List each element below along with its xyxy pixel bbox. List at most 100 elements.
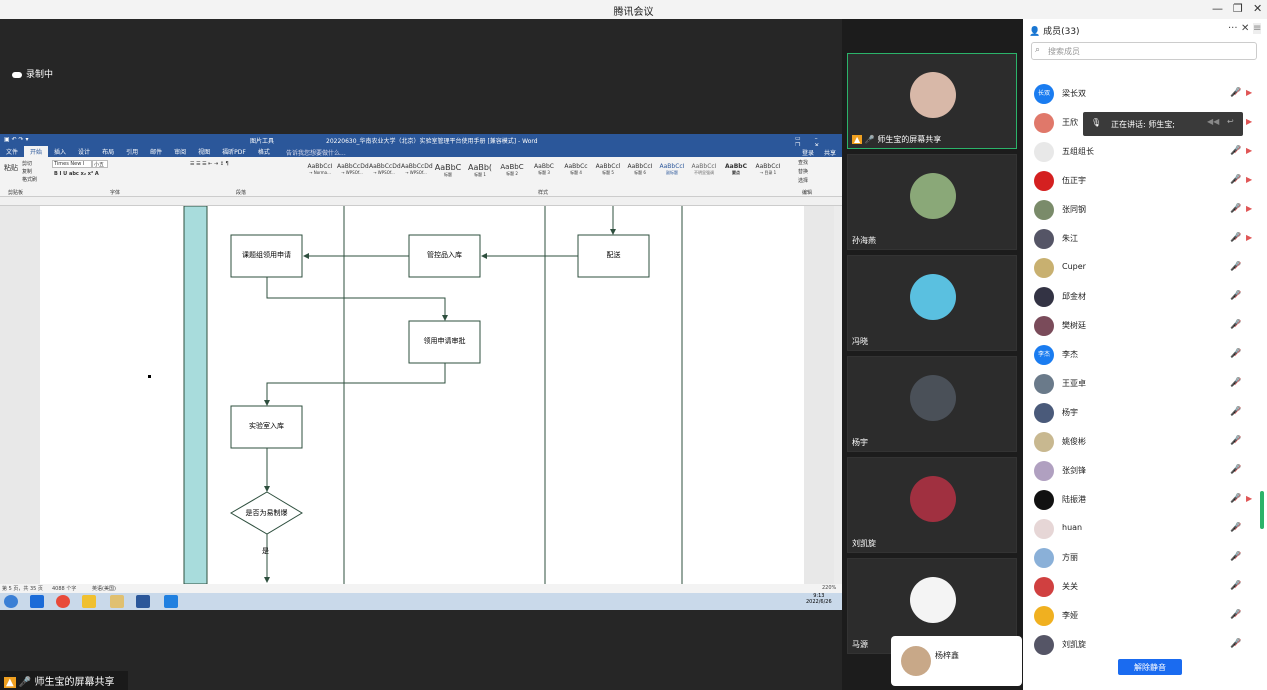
- member-row[interactable]: 五组组长🎤̸▶: [1032, 138, 1262, 166]
- member-row[interactable]: 王亚卓🎤̸: [1032, 370, 1262, 398]
- mic-muted-icon[interactable]: 🎤̸: [1230, 639, 1242, 649]
- chrome-icon[interactable]: [56, 595, 70, 608]
- video-tile[interactable]: 冯晓: [847, 255, 1017, 351]
- member-row[interactable]: 陆振港🎤̸▶: [1032, 486, 1262, 514]
- member-row[interactable]: 长双梁长双🎤̸▶: [1032, 80, 1262, 108]
- paste-button[interactable]: 粘贴: [4, 164, 18, 172]
- mic-muted-icon[interactable]: 🎤̸: [1230, 436, 1242, 446]
- mic-muted-icon[interactable]: 🎤̸: [1230, 349, 1242, 359]
- mic-muted-icon[interactable]: 🎤̸: [1230, 291, 1242, 301]
- style-item[interactable]: AaBbCcI→ 目录 1: [755, 163, 781, 175]
- paragraph-buttons[interactable]: ☰ ☰ ☰ ⇤ ⇥ ↕ ¶: [190, 161, 229, 167]
- video-tile[interactable]: 杨宇: [847, 356, 1017, 452]
- mic-muted-icon[interactable]: 🎤̸: [1230, 610, 1242, 620]
- mic-muted-icon[interactable]: 🎤̸: [1230, 407, 1242, 417]
- start-icon[interactable]: [4, 595, 18, 608]
- ruler[interactable]: [0, 197, 842, 206]
- mic-muted-icon[interactable]: 🎤̸: [1230, 523, 1242, 533]
- mic-muted-icon[interactable]: 🎤̸: [1230, 146, 1242, 156]
- format-painter-button[interactable]: 格式刷: [22, 177, 38, 183]
- mic-muted-icon[interactable]: 🎤̸: [1230, 320, 1242, 330]
- tab-references[interactable]: 引用: [126, 149, 139, 156]
- style-item[interactable]: AaBbCcDd→ WPSOf...: [401, 163, 433, 175]
- style-item[interactable]: AaBbCcI→ Norma...: [307, 163, 333, 175]
- signin-link[interactable]: 登录: [802, 150, 815, 157]
- member-row[interactable]: 关关🎤̸: [1032, 573, 1262, 601]
- select-button[interactable]: 选择: [798, 178, 809, 184]
- unmute-all-button[interactable]: 解除静音: [1118, 659, 1182, 675]
- member-row[interactable]: 姚俊彬🎤̸: [1032, 428, 1262, 456]
- font-select[interactable]: Times New I: [52, 160, 92, 168]
- collapse-icon[interactable]: ↩: [1227, 117, 1234, 126]
- share-link[interactable]: 共享: [824, 150, 837, 157]
- mic-muted-icon[interactable]: 🎤̸: [1230, 262, 1242, 272]
- mic-muted-icon[interactable]: 🎤̸: [1230, 465, 1242, 475]
- member-row[interactable]: 樊树廷🎤̸: [1032, 312, 1262, 340]
- meeting-icon[interactable]: [164, 595, 178, 608]
- mic-muted-icon[interactable]: 🎤̸: [1230, 233, 1242, 243]
- member-row[interactable]: 朱江🎤̸▶: [1032, 225, 1262, 253]
- app-icon[interactable]: [30, 595, 44, 608]
- camera-off-icon[interactable]: ▶: [1246, 204, 1253, 213]
- word-icon[interactable]: [136, 595, 150, 608]
- camera-off-icon[interactable]: ▶: [1246, 146, 1253, 155]
- camera-off-icon[interactable]: ▶: [1246, 494, 1253, 503]
- mic-muted-icon[interactable]: 🎤̸: [1230, 175, 1242, 185]
- tab-design[interactable]: 设计: [78, 149, 91, 156]
- replace-button[interactable]: 替换: [798, 169, 809, 175]
- style-item[interactable]: AaBbCcDd→ WPSOf...: [337, 163, 369, 175]
- mic-muted-icon[interactable]: 🎤̸: [1230, 581, 1242, 591]
- member-row[interactable]: 张同钢🎤̸▶: [1032, 196, 1262, 224]
- tab-foxit-pdf[interactable]: 福昕PDF: [222, 149, 246, 156]
- tab-view[interactable]: 视图: [198, 149, 211, 156]
- mic-muted-icon[interactable]: 🎤̸: [1230, 378, 1242, 388]
- folder-icon[interactable]: [110, 595, 124, 608]
- mic-muted-icon[interactable]: 🎤̸: [1230, 494, 1242, 504]
- tab-review[interactable]: 审阅: [174, 149, 187, 156]
- cut-button[interactable]: 剪切: [22, 161, 33, 167]
- member-row[interactable]: Cuper🎤̸: [1032, 254, 1262, 282]
- camera-off-icon[interactable]: ▶: [1246, 233, 1253, 242]
- find-button[interactable]: 查找: [798, 160, 809, 166]
- mic-muted-icon[interactable]: 🎤̸: [1230, 204, 1242, 214]
- tell-me-search[interactable]: 告诉我您想要做什么...: [286, 150, 346, 157]
- tab-format[interactable]: 格式: [257, 149, 270, 156]
- vertical-scrollbar[interactable]: [834, 206, 842, 584]
- member-row[interactable]: 杨宇🎤̸: [1032, 399, 1262, 427]
- member-list-scrollbar[interactable]: [1260, 491, 1264, 529]
- zoom-level[interactable]: 220%: [822, 585, 837, 591]
- video-tile[interactable]: 孙海燕: [847, 154, 1017, 250]
- close-icon[interactable]: ✕: [1241, 23, 1250, 34]
- more-icon[interactable]: ···: [1228, 23, 1238, 34]
- save-icon[interactable]: ▣ ↶ ↷ ▾: [4, 136, 29, 143]
- member-row[interactable]: 李杰李杰🎤̸: [1032, 341, 1262, 369]
- camera-off-icon[interactable]: ▶: [1246, 88, 1253, 97]
- close-button[interactable]: ✕: [1253, 2, 1263, 15]
- member-row[interactable]: 邱金材🎤̸: [1032, 283, 1262, 311]
- tab-mailings[interactable]: 邮件: [150, 149, 163, 156]
- video-tile[interactable]: ▲ 🎤 师生宝的屏幕共享: [847, 53, 1017, 149]
- panel-menu-icon[interactable]: ≡: [1253, 23, 1262, 34]
- minimize-button[interactable]: —: [1212, 2, 1223, 15]
- tab-file[interactable]: 文件: [6, 149, 19, 156]
- member-row[interactable]: 伍正宇🎤̸▶: [1032, 167, 1262, 195]
- member-row[interactable]: 李娅🎤̸: [1032, 602, 1262, 630]
- document-page[interactable]: 课题组领用申请 管控品入库 配送 领用申请审批 实验室入库 是否为易制爆 是: [40, 206, 804, 584]
- copy-button[interactable]: 复制: [22, 169, 33, 175]
- member-row[interactable]: huan🎤̸: [1032, 515, 1262, 543]
- mic-muted-icon[interactable]: 🎤̸: [1230, 88, 1242, 98]
- tab-layout[interactable]: 布局: [102, 149, 115, 156]
- camera-off-icon[interactable]: ▶: [1246, 117, 1253, 126]
- mic-muted-icon[interactable]: 🎤̸: [1230, 552, 1242, 562]
- font-size-select[interactable]: 小五: [92, 160, 108, 168]
- word-window-controls[interactable]: ▭ – ❐ ✕: [795, 135, 824, 149]
- tab-home[interactable]: 开始: [24, 146, 49, 157]
